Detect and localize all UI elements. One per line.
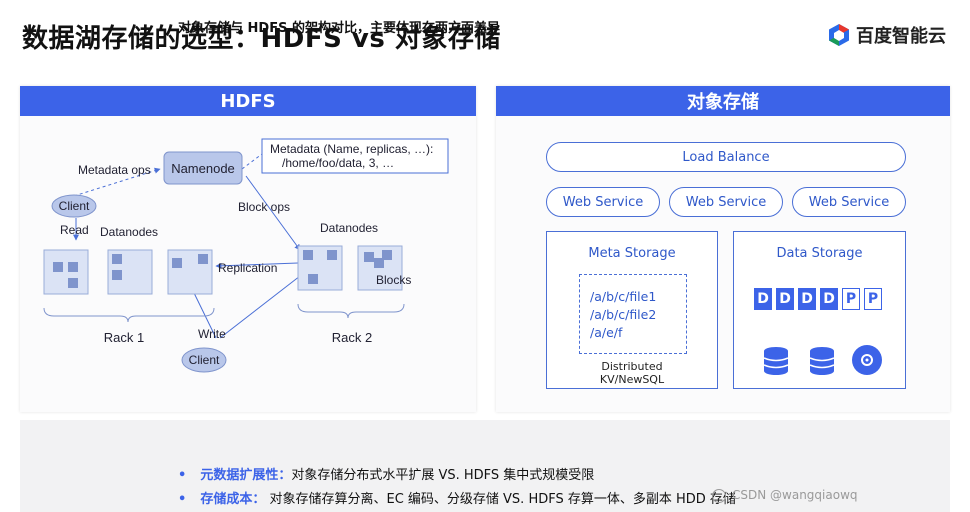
meta-path: /a/e/f <box>590 325 623 340</box>
bullet-key: 存储成本 <box>200 492 253 507</box>
summary-bullet-1: • 元数据扩展性：对象存储分布式水平扩展 VS. HDFS 集中式规模受限 <box>178 464 594 483</box>
client-bottom-ellipse <box>181 347 227 373</box>
block-ops-label: Block ops <box>238 200 290 214</box>
brand-name: 百度智能云 <box>856 26 946 47</box>
metadata-text-line2: /home/foo/data, 3, … <box>282 156 394 170</box>
meta-path-list: /a/b/c/file1 /a/b/c/file2 /a/e/f <box>579 274 687 354</box>
namenode-label: Namenode <box>171 161 235 176</box>
rack1-node-1 <box>43 249 89 295</box>
metadata-ops-label: Metadata ops <box>78 163 151 177</box>
block-square <box>198 254 208 264</box>
bullet-text: 对象存储存算分离、EC 编码、分级存储 VS. HDFS 存算一体、多副本 HD… <box>265 492 736 507</box>
block-square <box>364 252 374 262</box>
write-label: Write <box>198 327 226 341</box>
meta-storage-box: Meta Storage /a/b/c/file1 /a/b/c/file2 /… <box>546 231 718 389</box>
meta-storage-title: Meta Storage <box>588 246 676 261</box>
blocks-label: Blocks <box>376 273 411 287</box>
object-storage-panel: 对象存储 Load Balance Web Service Web Servic… <box>496 86 950 412</box>
client-to-rack2-line <box>219 275 301 339</box>
metadata-text-line1: Metadata (Name, replicas, …): <box>270 142 433 156</box>
data-storage-title: Data Storage <box>776 246 863 261</box>
data-block: D <box>776 288 794 310</box>
block-square <box>327 250 337 260</box>
namenode-metadata-link <box>241 153 263 170</box>
bullet-separator: ： <box>278 468 292 483</box>
block-square <box>382 250 392 260</box>
data-block-row: D D D D P P <box>754 288 882 310</box>
datanodes-right-label: Datanodes <box>320 221 378 235</box>
block-square <box>308 274 318 284</box>
namenode-box <box>163 151 243 185</box>
watermark: CSDN @wangqiaowq <box>712 488 858 503</box>
object-storage-panel-heading: 对象存储 <box>496 86 950 116</box>
replication-arrow <box>215 262 299 269</box>
summary-heading: 对象存储与 HDFS 的架构对比，主要体现在两方面差异 <box>178 21 500 36</box>
rack1-brace <box>43 307 215 323</box>
client-bottom-label: Client <box>189 353 220 367</box>
hdfs-panel-heading: HDFS <box>20 86 476 116</box>
meta-path: /a/b/c/file2 <box>590 307 657 322</box>
metadata-box <box>261 138 449 174</box>
parity-block: P <box>842 288 860 310</box>
web-service-pill: Web Service <box>546 187 660 217</box>
bullet-key: 元数据扩展性 <box>200 468 279 483</box>
meta-path: /a/b/c/file1 <box>590 289 657 304</box>
load-balance-pill: Load Balance <box>546 142 906 172</box>
database-icon <box>809 347 835 375</box>
hdfs-architecture-diagram: Namenode Metadata (Name, replicas, …): /… <box>43 138 449 373</box>
baidu-cloud-logo-icon <box>829 24 849 46</box>
block-square <box>303 250 313 260</box>
block-square <box>172 258 182 268</box>
rack2-brace <box>297 303 405 319</box>
block-square <box>374 258 384 268</box>
block-square <box>53 262 63 272</box>
replication-label: Replication <box>218 261 277 275</box>
read-label: Read <box>60 223 89 237</box>
summary-bullet-2: • 存储成本： 对象存储存算分离、EC 编码、分级存储 VS. HDFS 存算一体… <box>178 488 736 507</box>
block-square <box>68 262 78 272</box>
data-storage-box: Data Storage D D D D P P <box>733 231 906 389</box>
block-square <box>112 270 122 280</box>
bullet-dot-icon: • <box>178 492 187 507</box>
rack1-label: Rack 1 <box>104 330 144 345</box>
bullet-dot-icon: • <box>178 468 187 483</box>
block-square <box>68 278 78 288</box>
block-ops-arrow <box>245 175 301 251</box>
block-square <box>112 254 122 264</box>
meta-storage-footer-line2: KV/NewSQL <box>599 373 665 386</box>
data-block: D <box>798 288 816 310</box>
data-block: D <box>754 288 772 310</box>
storage-icons <box>763 345 882 375</box>
summary-section <box>20 420 950 512</box>
datanodes-left-label: Datanodes <box>100 225 158 239</box>
web-service-pill: Web Service <box>669 187 783 217</box>
watermark-text: CSDN @wangqiaowq <box>732 488 858 502</box>
web-service-pill: Web Service <box>792 187 906 217</box>
disk-icon <box>852 345 882 375</box>
bullet-separator: ： <box>252 492 266 507</box>
client-top-label: Client <box>59 199 90 213</box>
brand-logo: 百度智能云 <box>828 22 946 48</box>
rack2-label: Rack 2 <box>332 330 372 345</box>
wechat-icon <box>712 488 726 503</box>
data-block: D <box>820 288 838 310</box>
meta-storage-footer-line1: Distributed <box>601 360 663 373</box>
parity-block: P <box>864 288 882 310</box>
bullet-text: 对象存储分布式水平扩展 VS. HDFS 集中式规模受限 <box>291 468 595 483</box>
client-top-ellipse <box>51 194 97 218</box>
hdfs-panel: HDFS Namenode Metadata (Name, replicas, … <box>20 86 476 412</box>
page-title: 数据湖存储的选型：HDFS vs 对象存储 <box>22 24 501 54</box>
database-icon <box>763 347 789 375</box>
